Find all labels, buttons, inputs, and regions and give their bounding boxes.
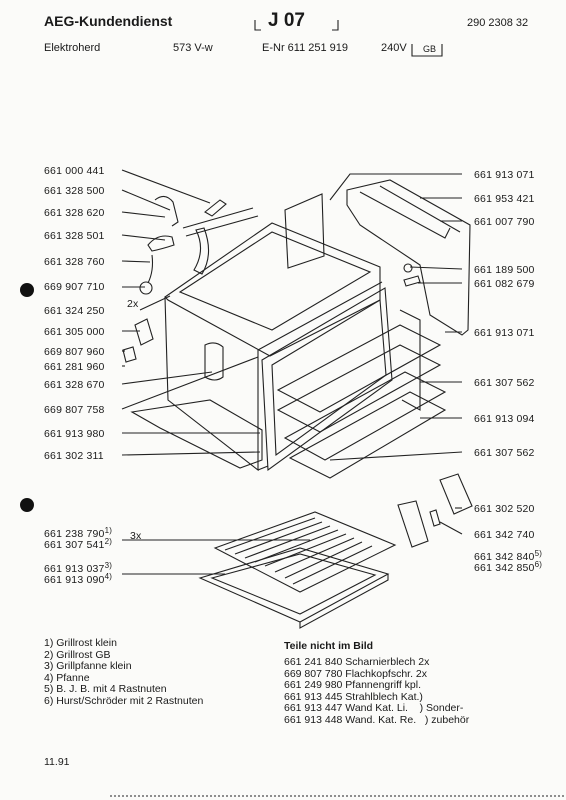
right-part-number: 661 189 500: [474, 264, 535, 276]
side-panel-small: [284, 193, 325, 269]
oven-left-side: [164, 296, 259, 472]
part-661-302-520: [439, 473, 473, 515]
oven-top: [164, 222, 381, 357]
part-661-328-760: [147, 254, 154, 284]
lower-part-number: 661 238 7901): [44, 526, 113, 540]
top-cover-panel: [346, 179, 471, 336]
country-box: [411, 44, 443, 57]
part-661-305-000: [134, 318, 154, 346]
right-part-number: 661 307 562: [474, 377, 535, 389]
left-part-number: 661 000 441: [44, 165, 105, 177]
left-part-number: 669 907 710: [44, 281, 105, 293]
doc-number: 290 2308 32: [467, 17, 529, 29]
left-part-number: 661 305 000: [44, 326, 105, 338]
left-part-number: 661 302 311: [44, 450, 104, 462]
voltage: 240V: [381, 42, 407, 54]
footnote-item: 2) Grillrost GB: [44, 648, 111, 661]
left-part-number: 661 324 250: [44, 305, 105, 317]
not-shown-item: 661 913 447 Wand Kat. Li. ) Sonder-: [284, 702, 464, 714]
not-shown-item: 661 249 980 Pfannengriff kpl.: [284, 679, 421, 691]
page-code: J 07: [268, 10, 305, 31]
left-part-number: 669 807 960: [44, 346, 105, 358]
lower-part-number: 661 913 0373): [44, 561, 113, 575]
not-shown-title: Teile nicht im Bild: [284, 640, 374, 652]
registration-dot-bottom: [20, 498, 34, 512]
country-code: GB: [423, 44, 437, 54]
part-661-189-500: [403, 263, 413, 273]
part-661-328-501: [147, 235, 175, 252]
print-date: 11.91: [44, 756, 70, 768]
part-661-000-441: [204, 199, 227, 217]
tube-part: [193, 227, 210, 275]
footnote-item: 1) Grillrost klein: [44, 637, 117, 649]
leader-left-1: [121, 169, 211, 204]
not-shown-item: 661 241 840 Scharnierblech 2x: [284, 656, 430, 668]
code-bracket: [254, 20, 339, 31]
model-number: 573 V-w: [173, 42, 213, 54]
left-part-number: 661 913 980: [44, 428, 105, 440]
left-part-number: 661 328 760: [44, 256, 105, 268]
quantity-2x: 2x: [127, 298, 139, 310]
part-661-342-840: [397, 500, 429, 548]
left-part-number: 669 807 758: [44, 404, 105, 416]
part-661-082-679: [403, 275, 421, 287]
right-sup-part-number: 661 342 8405): [474, 549, 543, 563]
right-part-number: 661 913 071: [474, 327, 535, 339]
right-sup-part-number: 661 342 8506): [474, 560, 543, 574]
lower-part-number: 661 913 0904): [44, 572, 113, 586]
left-part-number: 661 281 960: [44, 361, 105, 373]
part-661-328-670: [204, 342, 224, 381]
right-part-number: 661 307 562: [474, 447, 535, 459]
footnote-item: 3) Grillpfanne klein: [44, 660, 132, 672]
leader-left-2: [121, 189, 171, 211]
footnote-item: 6) Hurst/Schröder mit 2 Rastnuten: [44, 694, 204, 707]
not-shown-item: 661 913 445 Strahlblech Kat.): [284, 690, 423, 703]
footnote-item: 5) B. J. B. mit 4 Rastnuten: [44, 683, 167, 695]
brand-title: AEG-Kundendienst: [44, 13, 173, 29]
right-part-number: 661 082 679: [474, 278, 535, 290]
grill-rack: [213, 511, 397, 593]
footnote-item: 4) Pfanne: [44, 671, 90, 684]
part-669-907-710: [139, 281, 153, 295]
floor-plate: [130, 399, 263, 469]
oven-door-frame: [261, 287, 393, 472]
left-part-number: 661 328 670: [44, 379, 105, 391]
registration-dot-top: [20, 283, 34, 297]
right-part-number: 661 953 421: [474, 193, 535, 205]
part-661-328-500: [154, 195, 179, 227]
right-part-number: 661 913 071: [474, 169, 535, 181]
rear-bar: [182, 207, 259, 237]
quantity-3x: 3x: [130, 530, 142, 542]
left-part-number: 661 328 501: [44, 230, 105, 242]
part-661-342-740: [429, 509, 441, 527]
part-669-807-960: [122, 346, 137, 363]
right-part-number: 661 342 740: [474, 529, 535, 541]
right-part-number: 661 913 094: [474, 413, 535, 425]
lower-part-number: 661 307 5412): [44, 537, 113, 551]
not-shown-item: 669 807 780 Flachkopfschr. 2x: [284, 667, 428, 680]
e-number: E-Nr 611 251 919: [262, 42, 349, 54]
left-part-number: 661 328 500: [44, 185, 105, 197]
right-part-number: 661 007 790: [474, 216, 535, 228]
product-name: Elektroherd: [44, 42, 101, 54]
oven-rack-1: [276, 324, 442, 413]
left-part-number: 661 328 620: [44, 207, 105, 219]
right-part-number: 661 302 520: [474, 503, 535, 515]
not-shown-item: 661 913 448 Wand. Kat. Re. ) zubehör: [284, 713, 470, 726]
